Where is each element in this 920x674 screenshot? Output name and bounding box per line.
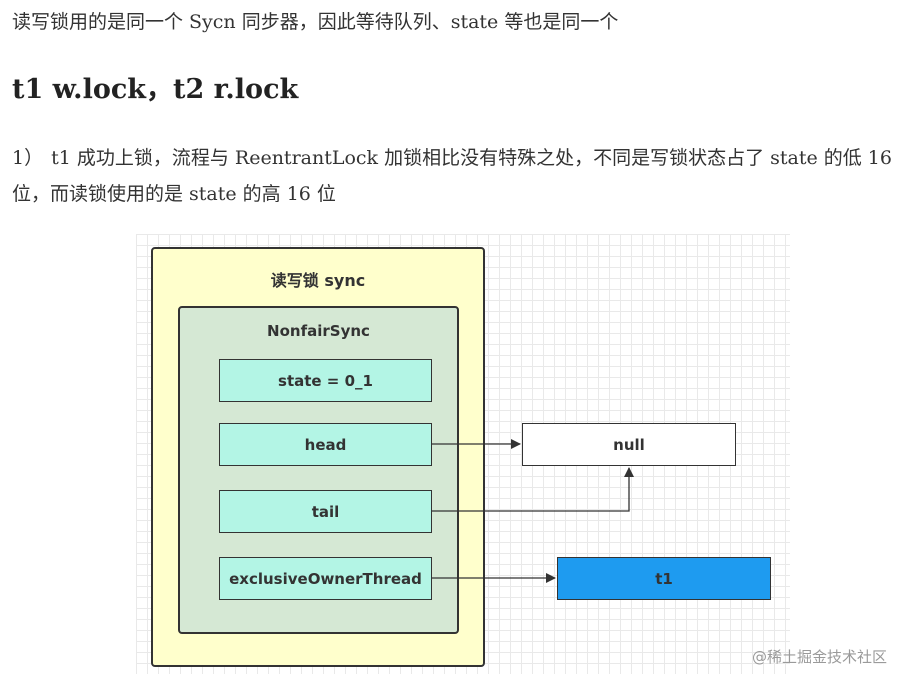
null-node-label: null <box>613 435 645 454</box>
head-field-label: head <box>304 435 347 454</box>
state-field-label: state = 0_1 <box>278 371 373 390</box>
t1-thread-node: t1 <box>557 557 771 600</box>
state-field: state = 0_1 <box>219 359 432 402</box>
owner-thread-field: exclusiveOwnerThread <box>219 557 432 600</box>
tail-field-label: tail <box>311 502 340 521</box>
section-heading: t1 w.lock，t2 r.lock <box>12 74 299 105</box>
nonfair-sync-title: NonfairSync <box>267 322 370 340</box>
t1-thread-label: t1 <box>655 569 673 588</box>
step-text: t1 成功上锁，流程与 ReentrantLock 加锁相比没有特殊之处，不同是… <box>12 147 892 205</box>
tail-field: tail <box>219 490 432 533</box>
head-field: head <box>219 423 432 466</box>
watermark: @稀土掘金技术社区 <box>752 648 888 666</box>
intro-text: 读写锁用的是同一个 Sycn 同步器，因此等待队列、state 等也是同一个 <box>12 11 619 33</box>
step-number: 1） <box>12 147 44 169</box>
step-paragraph: 1）t1 成功上锁，流程与 ReentrantLock 加锁相比没有特殊之处，不… <box>12 140 917 212</box>
rwlock-sync-title: 读写锁 sync <box>270 271 366 290</box>
null-node: null <box>522 423 736 466</box>
owner-thread-field-label: exclusiveOwnerThread <box>229 569 422 588</box>
